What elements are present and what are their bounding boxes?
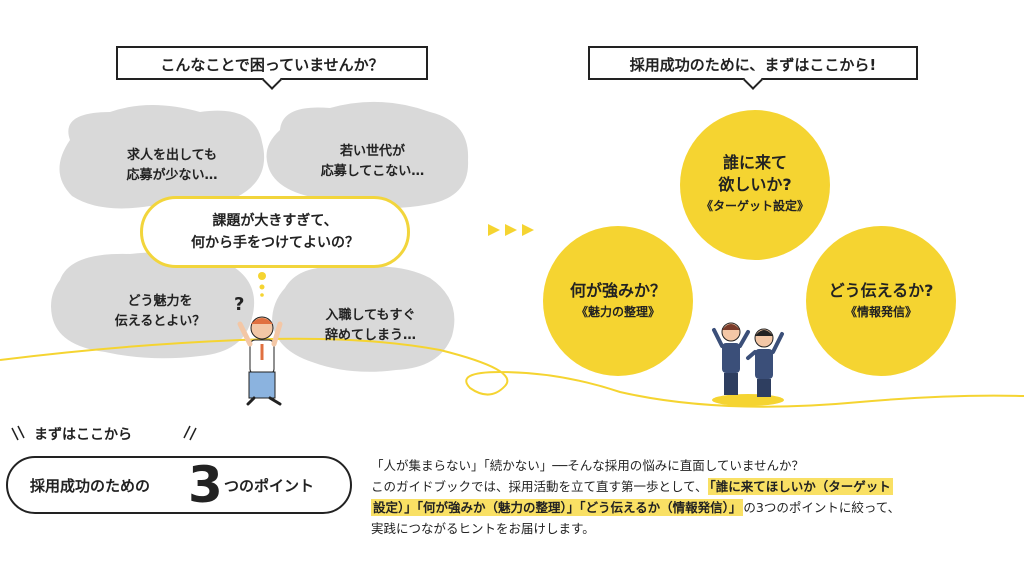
three-points-box: 採用成功のための 3 つのポイント <box>6 456 352 514</box>
point-title: 誰に来て <box>722 153 787 172</box>
wavy-line <box>0 337 1024 408</box>
worry-text: 求人を出しても 応募が少ない… <box>92 146 252 186</box>
point-subtitle: 《ターゲット設定》 <box>700 199 809 213</box>
description-line: 「人が集まらない」「続かない」──そんな採用の悩みに直面していませんか？ <box>371 458 805 473</box>
question-mark: ? <box>234 294 245 315</box>
description-text: 「人が集まらない」「続かない」──そんな採用の悩みに直面していませんか？ このガ… <box>371 455 1021 539</box>
point-title: どう伝えるか? <box>828 281 934 300</box>
thought-dot <box>258 272 266 280</box>
main-worry-line: 何から手をつけてよいの？ <box>191 235 359 251</box>
description-line: 実践につながるヒントをお届けします。 <box>371 521 595 536</box>
point-circle-strength: 何が強みか？ 《魅力の整理》 <box>543 226 693 376</box>
box-post-text: つのポイント <box>224 477 315 495</box>
description-line: このガイドブックでは、採用活動を立て直す第一歩として、「誰に来てほしいか（ターゲ… <box>371 476 1021 497</box>
description-line: 設定）」「何が強みか（魅力の整理）」「どう伝えるか（情報発信）」の3つのポイント… <box>371 497 1021 518</box>
main-worry-bubble: 課題が大きすぎて、 何から手をつけてよいの？ <box>140 196 410 268</box>
description-highlight: 「誰に来てほしいか（ターゲット <box>707 478 893 495</box>
worry-line: どう魅力を <box>127 294 193 309</box>
worry-text: 若い世代が 応募してこない… <box>290 142 455 182</box>
slash-decoration-right <box>183 425 197 441</box>
main-worry-line: 課題が大きすぎて、 <box>212 213 338 229</box>
point-subtitle: 《魅力の整理》 <box>575 305 660 319</box>
worried-person-illustration <box>237 316 283 406</box>
slash-decoration-left <box>11 425 25 441</box>
worry-text: 入職してもすぐ 辞めてしまう… <box>288 306 453 346</box>
description-highlight: 設定）」「何が強みか（魅力の整理）」「どう伝えるか（情報発信）」 <box>371 499 744 516</box>
description-plain: の3つのポイントに絞って、 <box>743 500 901 515</box>
worry-line: 若い世代が <box>339 144 405 159</box>
point-circle-communication: どう伝えるか? 《情報発信》 <box>806 226 956 376</box>
point-subtitle: 《情報発信》 <box>844 305 917 319</box>
point-title: 欲しいか? <box>718 175 792 194</box>
point-title: 何が強みか？ <box>569 281 666 300</box>
thought-dot <box>260 293 264 297</box>
worry-text: どう魅力を 伝えるとよい？ <box>80 292 240 332</box>
left-heading: こんなことで困っていませんか？ <box>116 46 428 80</box>
triple-arrow-icon <box>488 224 534 236</box>
worry-cloud-1 <box>59 105 265 209</box>
worry-line: 伝えるとよい？ <box>114 314 206 329</box>
thought-dot <box>259 284 265 290</box>
worry-line: 辞めてしまう… <box>324 328 416 343</box>
box-pre-text: 採用成功のための <box>30 477 151 495</box>
right-heading: 採用成功のために、まずはここから! <box>588 46 918 80</box>
worry-cloud-3 <box>51 252 255 359</box>
box-number: 3 <box>188 456 223 514</box>
worry-cloud-2 <box>266 101 469 209</box>
point-circle-target: 誰に来て 欲しいか? 《ターゲット設定》 <box>680 110 830 260</box>
worry-line: 入職してもすぐ <box>325 308 416 323</box>
section-tag: まずはここから <box>34 427 132 443</box>
worry-line: 求人を出しても <box>127 148 217 163</box>
description-plain: このガイドブックでは、採用活動を立て直す第一歩として、 <box>371 479 708 494</box>
happy-people-illustration <box>712 322 784 406</box>
worry-line: 応募してこない… <box>320 164 425 179</box>
worry-line: 応募が少ない… <box>126 168 218 183</box>
